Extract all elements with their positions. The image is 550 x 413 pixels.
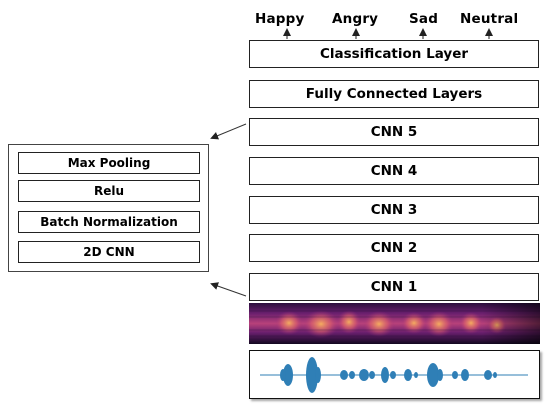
batch-normalization-box: Batch Normalization <box>18 211 200 233</box>
max-pooling-box: Max Pooling <box>18 152 200 174</box>
conv2d-box: 2D CNN <box>18 241 200 263</box>
waveform-icon <box>260 357 528 393</box>
arrow-cnn5-to-detail <box>210 123 247 140</box>
cnn-2-layer: CNN 2 <box>249 234 539 262</box>
waveform-panel <box>249 350 540 399</box>
spectrogram-image <box>249 303 540 344</box>
output-label-happy: Happy <box>255 11 305 27</box>
relu-box: Relu <box>18 180 200 202</box>
output-label-neutral: Neutral <box>460 11 519 27</box>
cnn-1-layer: CNN 1 <box>249 273 539 301</box>
output-label-sad: Sad <box>409 11 439 27</box>
output-label-angry: Angry <box>332 11 379 27</box>
fully-connected-layers: Fully Connected Layers <box>249 80 539 108</box>
cnn-5-layer: CNN 5 <box>249 118 539 146</box>
cnn-block-detail-panel: Max Pooling Relu Batch Normalization 2D … <box>8 144 209 272</box>
arrow-cnn1-to-detail <box>210 282 247 297</box>
classification-layer: Classification Layer <box>249 40 539 68</box>
cnn-3-layer: CNN 3 <box>249 196 539 224</box>
cnn-4-layer: CNN 4 <box>249 157 539 185</box>
